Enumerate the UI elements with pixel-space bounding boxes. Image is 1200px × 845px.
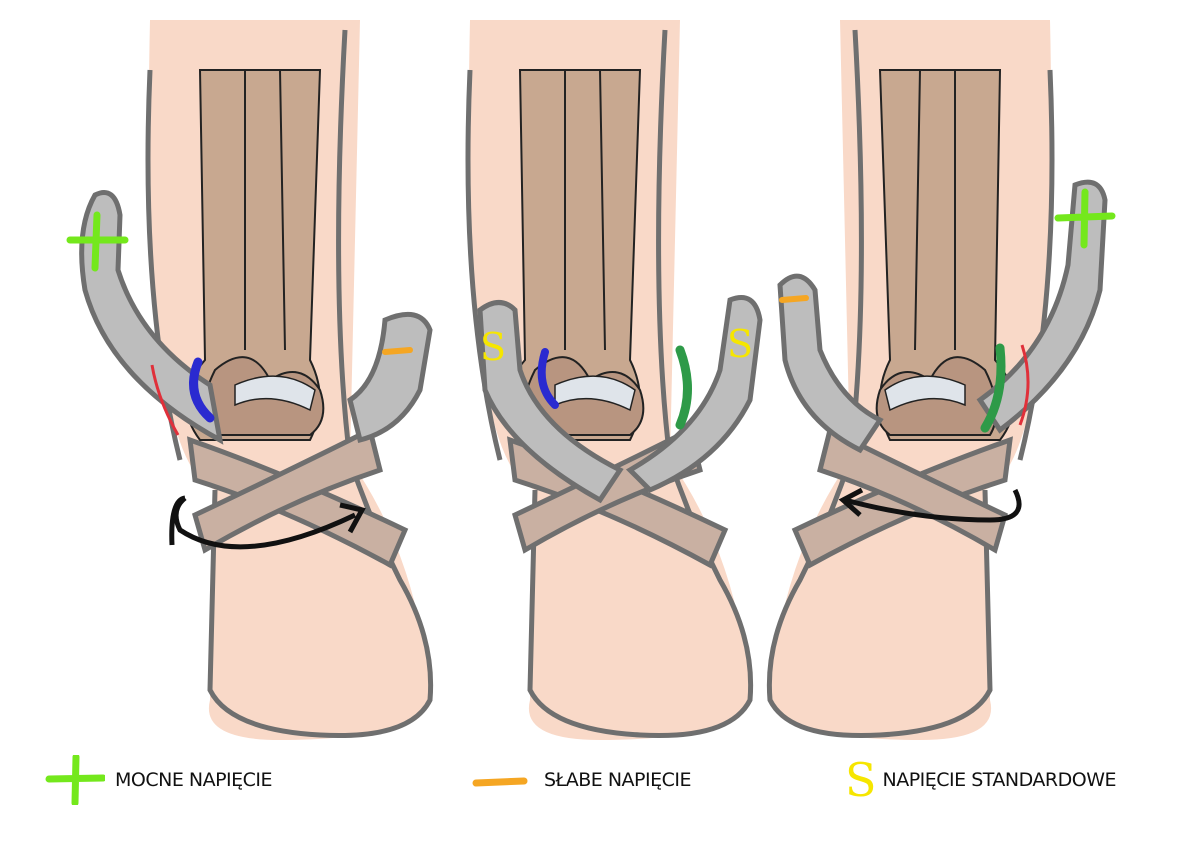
legend-label: NAPIĘCIE STANDARDOWE	[882, 769, 1117, 791]
legend-label: SŁABE NAPIĘCIE	[544, 769, 691, 791]
tape-strip-right	[625, 295, 763, 493]
ligament-green	[980, 343, 1006, 433]
s-icon: S	[845, 753, 877, 807]
legend-item-weak: SŁABE NAPIĘCIE	[470, 755, 691, 805]
rotation-arrow	[844, 488, 1022, 523]
tape-strip-left	[477, 300, 624, 504]
ligament-blue	[189, 357, 215, 423]
minus-marker	[779, 295, 809, 303]
legend-item-strong: MOCNE NAPIĘCIE	[45, 755, 273, 805]
plus-marker	[1054, 188, 1116, 249]
plus-marker	[66, 211, 129, 272]
panel-left	[66, 20, 433, 740]
legend-label: MOCNE NAPIĘCIE	[115, 769, 273, 791]
tension-arrow	[1018, 344, 1030, 426]
minus-icon	[472, 777, 528, 787]
legend-item-standard: S NAPIĘCIE STANDARDOWE	[845, 755, 1116, 805]
tape-strip-right	[976, 179, 1108, 434]
standard-tension-label-left: S	[480, 325, 506, 369]
minus-marker	[382, 347, 413, 355]
tape-strip-right	[347, 311, 433, 444]
standard-tension-label-right: S	[727, 322, 753, 366]
panel-center: S S	[468, 20, 763, 740]
tape-strip-left	[777, 273, 884, 454]
ligament-green	[675, 345, 692, 430]
tension-arrow	[150, 364, 180, 436]
ligament-blue	[537, 348, 559, 409]
plus-icon	[45, 755, 105, 805]
panel-right	[769, 20, 1116, 740]
tape-strip-left	[79, 190, 224, 445]
